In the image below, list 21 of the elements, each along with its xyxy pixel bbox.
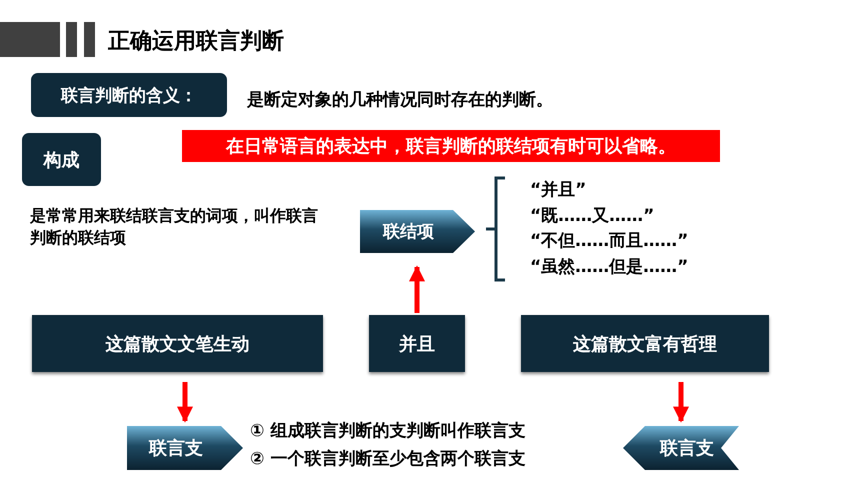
label-box: 构成: [22, 133, 101, 186]
arrow-tag: 联言支: [127, 426, 243, 470]
highlight-banner: 在日常语言的表达中，联言判断的联结项有时可以省略。: [182, 130, 720, 162]
arrow: [177, 382, 193, 423]
arrow-tag: 联言支: [623, 426, 739, 470]
description-text: 是常常用来联结联言支的词项，叫作联言判断的联结项: [30, 205, 319, 250]
statement-box: 并且: [369, 315, 465, 372]
note-text: ② 一个联言判断至少包含两个联言支: [250, 448, 526, 470]
connective-example: “既……又……”: [530, 205, 654, 227]
connective-example: “并且”: [530, 179, 586, 201]
arrow-tag: 联结项: [360, 210, 475, 253]
note-text: ① 组成联言判断的支判断叫作联言支: [250, 420, 526, 442]
connective-example: “虽然……但是……”: [530, 256, 688, 278]
label-box: 联言判断的含义：: [31, 73, 227, 117]
statement-box: 这篇散文文笔生动: [32, 315, 323, 372]
statement-box: 这篇散文富有哲理: [521, 315, 769, 372]
definition-text: 是断定对象的几种情况同时存在的判断。: [247, 89, 553, 111]
connective-example: “不但……而且……”: [530, 230, 688, 252]
title: 正确运用联言判断: [108, 28, 284, 56]
arrow: [409, 265, 425, 313]
arrow: [673, 382, 689, 423]
